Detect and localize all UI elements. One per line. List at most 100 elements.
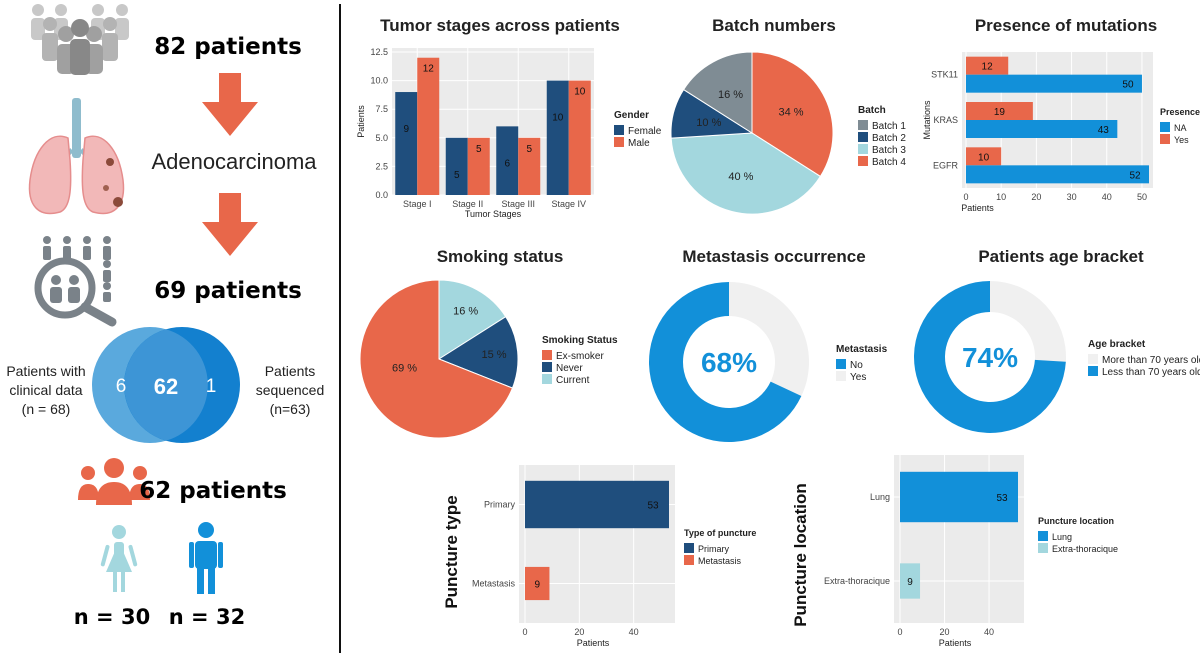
- batch-slice: [682, 51, 753, 134]
- patients-62-label: 62 patients: [139, 478, 287, 504]
- legend-key: [542, 350, 552, 360]
- stages-bar: [518, 137, 541, 195]
- legend-key: [614, 137, 624, 147]
- legend-key: [836, 359, 846, 369]
- group-icon: [78, 458, 150, 505]
- mutations-x-tick: 30: [1067, 192, 1077, 202]
- arrow-down-icon: [202, 193, 258, 256]
- legend-label: NA: [1174, 123, 1187, 133]
- puncture-location-y-tick: Lung: [870, 492, 890, 502]
- mutations-y-tick: EGFR: [933, 160, 959, 170]
- stages-y-tick: 0.0: [375, 190, 388, 200]
- legend-key: [542, 374, 552, 384]
- stages-bar-label: 5: [476, 144, 482, 155]
- venn-both-count: 62: [154, 374, 178, 399]
- legend-title: Presence: [1160, 107, 1200, 117]
- adenocarcinoma-label: Adenocarcinoma: [151, 149, 317, 174]
- charts-area: Tumor stages across patients0.02.55.07.5…: [356, 16, 1200, 648]
- arrow-down-icon: [202, 73, 258, 136]
- venn-overlap: [124, 329, 208, 441]
- mutations-y-tick: KRAS: [933, 115, 958, 125]
- legend-label: No: [850, 360, 863, 371]
- venn-right-label-1: Patients: [265, 363, 316, 379]
- puncture-type-x-tick: 40: [629, 627, 639, 637]
- legend-key: [858, 132, 868, 142]
- stages-y-tick: 5.0: [375, 133, 388, 143]
- smoking-slice: [437, 315, 519, 389]
- stages-bar-label: 12: [423, 64, 435, 75]
- mutations-y-label: Mutations: [922, 100, 932, 140]
- stages-x-tick: Stage II: [452, 199, 483, 209]
- puncture-type-y-tick: Metastasis: [472, 579, 516, 589]
- stages-x-tick: Stage III: [501, 199, 535, 209]
- mutations-bar-label: 12: [982, 62, 994, 73]
- stages-bar: [417, 57, 440, 195]
- puncture-location-bar: [900, 471, 1018, 523]
- age-slice: [990, 281, 1066, 362]
- venn-diagram: 6 62 1 Patients with clinical data (n = …: [6, 327, 324, 443]
- legend-key: [858, 120, 868, 130]
- mutations-bar: [966, 102, 1033, 120]
- puncture-type-bar: [525, 566, 550, 601]
- age-title: Patients age bracket: [978, 247, 1144, 266]
- batch-slice-label: 34 %: [779, 107, 804, 119]
- legend-label: Ex-smoker: [556, 351, 604, 362]
- puncture-location-x-tick: 20: [940, 627, 950, 637]
- puncture-type-x-tick: 20: [574, 627, 584, 637]
- mutations-bar-label: 43: [1098, 125, 1110, 136]
- puncture-type-y-tick: Primary: [484, 500, 515, 510]
- legend-title: Type of puncture: [684, 528, 756, 538]
- mutations-x-label: Patients: [961, 203, 994, 213]
- stages-bar: [395, 92, 418, 195]
- legend-label: Extra-thoracique: [1052, 544, 1118, 554]
- mutations-title: Presence of mutations: [975, 16, 1157, 35]
- venn-right-label-2: sequenced: [256, 382, 325, 398]
- puncture-location-title: Puncture location: [791, 483, 810, 627]
- stages-x-tick: Stage IV: [551, 199, 586, 209]
- legend-key: [614, 125, 624, 135]
- stages-y-tick: 10.0: [370, 76, 388, 86]
- puncture-location-x-tick: 40: [984, 627, 994, 637]
- stages-bar: [568, 80, 591, 195]
- batch-slice: [670, 132, 822, 215]
- mutations-x-tick: 20: [1031, 192, 1041, 202]
- puncture-location-bar-label: 53: [996, 493, 1008, 504]
- mutations-x-tick: 50: [1137, 192, 1147, 202]
- batch-slice-label: 10 %: [696, 117, 721, 129]
- batch-slice-label: 16 %: [718, 89, 743, 101]
- batch-slice-label: 40 %: [728, 171, 753, 183]
- venn-right-count: 1: [206, 376, 217, 397]
- puncture-type-x-tick: 0: [522, 627, 527, 637]
- stages-y-tick: 7.5: [375, 104, 388, 114]
- stages-x-tick: Stage I: [403, 199, 432, 209]
- stages-bar-label: 9: [403, 124, 409, 135]
- puncture-type-x-label: Patients: [577, 638, 610, 648]
- legend-label: Never: [556, 363, 583, 374]
- puncture-type-bar-label: 53: [647, 501, 659, 512]
- male-count: n = 32: [169, 605, 245, 629]
- puncture-location-y-tick: Extra-thoracique: [824, 576, 890, 586]
- legend-key: [1088, 366, 1098, 376]
- legend-label: Batch 3: [872, 145, 906, 156]
- legend-label: Primary: [698, 544, 729, 554]
- mutations-bar: [966, 147, 1002, 166]
- legend-title: Gender: [614, 110, 649, 121]
- puncture-location-x-tick: 0: [897, 627, 902, 637]
- search-people-icon: [34, 236, 117, 327]
- mutations-y-tick: STK11: [931, 70, 958, 80]
- puncture-type-title: Puncture type: [442, 495, 461, 608]
- stages-y-tick: 12.5: [370, 47, 388, 57]
- puncture-location-bar: [900, 563, 921, 599]
- legend-key: [858, 144, 868, 154]
- crowd-icon: [31, 4, 129, 75]
- metastasis-slice: [729, 282, 809, 397]
- venn-right-label-3: (n=63): [270, 401, 311, 417]
- stages-bar: [467, 137, 490, 195]
- mutations-bar-label: 19: [994, 107, 1006, 118]
- age-slice: [913, 281, 1066, 434]
- venn-left-count: 6: [116, 376, 127, 397]
- legend-key: [684, 543, 694, 553]
- mutations-bar: [966, 56, 1009, 75]
